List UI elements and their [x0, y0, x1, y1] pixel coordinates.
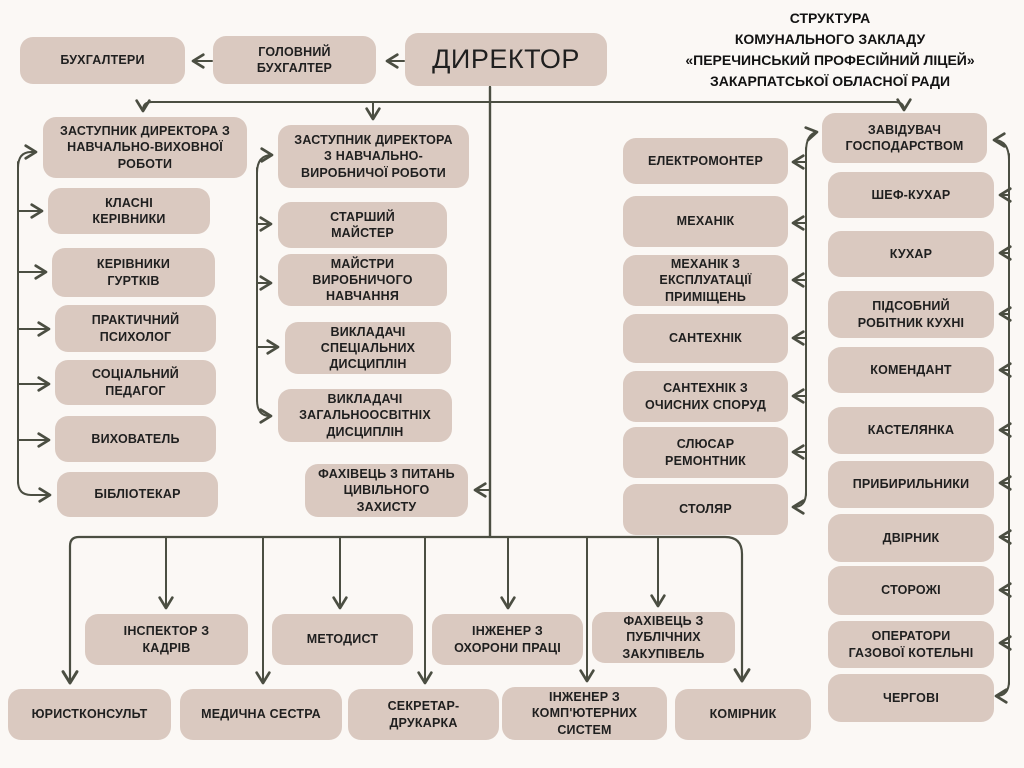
chart-title-line-1: СТРУКТУРА — [789, 10, 871, 26]
chart-title: СТРУКТУРА КОМУНАЛЬНОГО ЗАКЛАДУ «ПЕРЕЧИНС… — [640, 8, 1020, 92]
node-procurement-specialist: ФАХІВЕЦЬ З ПУБЛІЧНИХ ЗАКУПІВЕЛЬ — [592, 612, 735, 663]
node-psychologist: ПРАКТИЧНИЙ ПСИХОЛОГ — [55, 305, 216, 352]
node-social-pedagogue: СОЦІАЛЬНИЙ ПЕДАГОГ — [55, 360, 216, 405]
node-chef: ШЕФ-КУХАР — [828, 172, 994, 218]
node-nurse: МЕДИЧНА СЕСТРА — [180, 689, 342, 740]
node-computer-engineer: ІНЖЕНЕР З КОМП'ЮТЕРНИХ СИСТЕМ — [502, 687, 667, 740]
node-cook: КУХАР — [828, 231, 994, 277]
node-mechanic: МЕХАНІК — [623, 196, 788, 247]
node-commandant: КОМЕНДАНТ — [828, 347, 994, 393]
node-deputy-production: ЗАСТУПНИК ДИРЕКТОРА З НАВЧАЛЬНО- ВИРОБНИ… — [278, 125, 469, 188]
node-librarian: БІБЛІОТЕКАР — [57, 472, 218, 517]
node-general-teachers: ВИКЛАДАЧІ ЗАГАЛЬНООСВІТНІХ ДИСЦИПЛІН — [278, 389, 452, 442]
node-deputy-educational: ЗАСТУПНИК ДИРЕКТОРА З НАВЧАЛЬНО-ВИХОВНОЇ… — [43, 117, 247, 178]
node-hr-inspector: ІНСПЕКТОР З КАДРІВ — [85, 614, 248, 665]
node-club-leaders: КЕРІВНИКИ ГУРТКІВ — [52, 248, 215, 297]
node-legal-counsel: ЮРИСТКОНСУЛЬТ — [8, 689, 171, 740]
node-duty-staff: ЧЕРГОВІ — [828, 674, 994, 722]
node-facility-manager: ЗАВІДУВАЧ ГОСПОДАРСТВОМ — [822, 113, 987, 163]
connector-paths — [17, 53, 1012, 704]
chart-title-line-2: КОМУНАЛЬНОГО ЗАКЛАДУ — [734, 31, 926, 47]
node-civil-defense-specialist: ФАХІВЕЦЬ З ПИТАНЬ ЦИВІЛЬНОГО ЗАХИСТУ — [305, 464, 468, 517]
node-mechanic-premises: МЕХАНІК З ЕКСПЛУАТАЦІЇ ПРИМІЩЕНЬ — [623, 255, 788, 306]
node-director: ДИРЕКТОР — [405, 33, 607, 86]
node-kitchen-helper: ПІДСОБНИЙ РОБІТНИК КУХНІ — [828, 291, 994, 338]
node-yard-keeper: ДВІРНИК — [828, 514, 994, 562]
chart-title-line-3: «ПЕРЕЧИНСЬКИЙ ПРОФЕСІЙНИЙ ЛІЦЕЙ» — [685, 52, 975, 68]
node-plumber-treatment: САНТЕХНІК З ОЧИСНИХ СПОРУД — [623, 371, 788, 422]
node-carpenter: СТОЛЯР — [623, 484, 788, 535]
node-linen-keeper: КАСТЕЛЯНКА — [828, 407, 994, 454]
node-storekeeper: КОМІРНИК — [675, 689, 811, 740]
node-secretary-typist: СЕКРЕТАР- ДРУКАРКА — [348, 689, 499, 740]
node-methodist: МЕТОДИСТ — [272, 614, 413, 665]
node-cleaners: ПРИБИРИЛЬНИКИ — [828, 461, 994, 508]
node-training-masters: МАЙСТРИ ВИРОБНИЧОГО НАВЧАННЯ — [278, 254, 447, 306]
node-electrician: ЕЛЕКТРОМОНТЕР — [623, 138, 788, 184]
node-class-leaders: КЛАСНІ КЕРІВНИКИ — [48, 188, 210, 234]
chart-title-line-4: ЗАКАРПАТСЬКОЇ ОБЛАСНОЇ РАДИ — [709, 73, 951, 89]
node-repair-locksmith: СЛЮСАР РЕМОНТНИК — [623, 427, 788, 478]
node-special-teachers: ВИКЛАДАЧІ СПЕЦІАЛЬНИХ ДИСЦИПЛІН — [285, 322, 451, 374]
node-chief-accountant: ГОЛОВНИЙ БУХГАЛТЕР — [213, 36, 376, 84]
node-plumber: САНТЕХНІК — [623, 314, 788, 363]
node-educator: ВИХОВАТЕЛЬ — [55, 416, 216, 462]
node-senior-master: СТАРШИЙ МАЙСТЕР — [278, 202, 447, 248]
node-boiler-operators: ОПЕРАТОРИ ГАЗОВОЇ КОТЕЛЬНІ — [828, 621, 994, 668]
node-safety-engineer: ІНЖЕНЕР З ОХОРОНИ ПРАЦІ — [432, 614, 583, 665]
node-accountants: БУХГАЛТЕРИ — [20, 37, 185, 84]
node-watchmen: СТОРОЖІ — [828, 566, 994, 615]
